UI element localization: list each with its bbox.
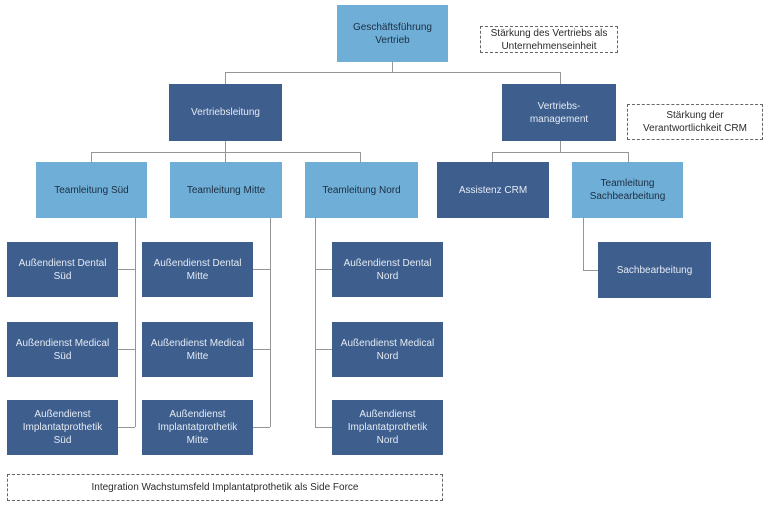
connector-line xyxy=(91,152,92,162)
note-staerkung-vertrieb: Stärkung des Vertriebs als Unternehmense… xyxy=(480,26,618,53)
connector-line xyxy=(253,349,270,350)
connector-line xyxy=(560,72,561,84)
node-assistenz-crm: Assistenz CRM xyxy=(437,162,549,218)
connector-line xyxy=(225,72,226,84)
connector-line xyxy=(392,62,393,72)
node-teamleitung-mitte: Teamleitung Mitte xyxy=(170,162,282,218)
connector-line xyxy=(492,152,629,153)
connector-line xyxy=(492,152,493,162)
connector-line xyxy=(315,269,332,270)
node-aussendienst-dental-mitte: Außendienst Dental Mitte xyxy=(142,242,253,297)
node-geschaeftsfuehrung-vertrieb: Geschäftsführung Vertrieb xyxy=(337,5,448,62)
node-aussendienst-dental-nord: Außendienst Dental Nord xyxy=(332,242,443,297)
connector-line xyxy=(118,349,135,350)
connector-line xyxy=(118,427,135,428)
node-teamleitung-nord: Teamleitung Nord xyxy=(305,162,418,218)
connector-line xyxy=(253,269,270,270)
node-sachbearbeitung: Sachbearbeitung xyxy=(598,242,711,298)
node-teamleitung-sachbearbeitung: Teamleitung Sachbearbeitung xyxy=(572,162,683,218)
connector-line xyxy=(225,72,561,73)
connector-line xyxy=(583,218,584,270)
node-vertriebsleitung: Vertriebsleitung xyxy=(169,84,282,141)
connector-line xyxy=(225,141,226,152)
note-staerkung-crm: Stärkung der Verantwortlichkeit CRM xyxy=(627,104,763,140)
node-teamleitung-sued: Teamleitung Süd xyxy=(36,162,147,218)
node-aussendienst-implantatprothetik-sued: Außendienst Implantatprothetik Süd xyxy=(7,400,118,455)
node-aussendienst-medical-sued: Außendienst Medical Süd xyxy=(7,322,118,377)
connector-line xyxy=(253,427,270,428)
connector-line xyxy=(560,141,561,152)
connector-line xyxy=(360,152,361,162)
node-aussendienst-implantatprothetik-mitte: Außendienst Implantatprothetik Mitte xyxy=(142,400,253,455)
connector-line xyxy=(225,152,226,162)
connector-line xyxy=(91,152,361,153)
connector-line xyxy=(270,218,271,427)
node-aussendienst-medical-mitte: Außendienst Medical Mitte xyxy=(142,322,253,377)
connector-line xyxy=(583,270,598,271)
connector-line xyxy=(315,349,332,350)
node-aussendienst-implantatprothetik-nord: Außendienst Implantatprothetik Nord xyxy=(332,400,443,455)
connector-line xyxy=(315,427,332,428)
note-integration-side-force: Integration Wachstumsfeld Implantatproth… xyxy=(7,474,443,501)
node-vertriebsmanagement: Vertriebs- management xyxy=(502,84,616,141)
connector-line xyxy=(315,218,316,427)
node-aussendienst-medical-nord: Außendienst Medical Nord xyxy=(332,322,443,377)
connector-line xyxy=(628,152,629,162)
connector-line xyxy=(135,218,136,427)
connector-line xyxy=(118,269,135,270)
node-aussendienst-dental-sued: Außendienst Dental Süd xyxy=(7,242,118,297)
